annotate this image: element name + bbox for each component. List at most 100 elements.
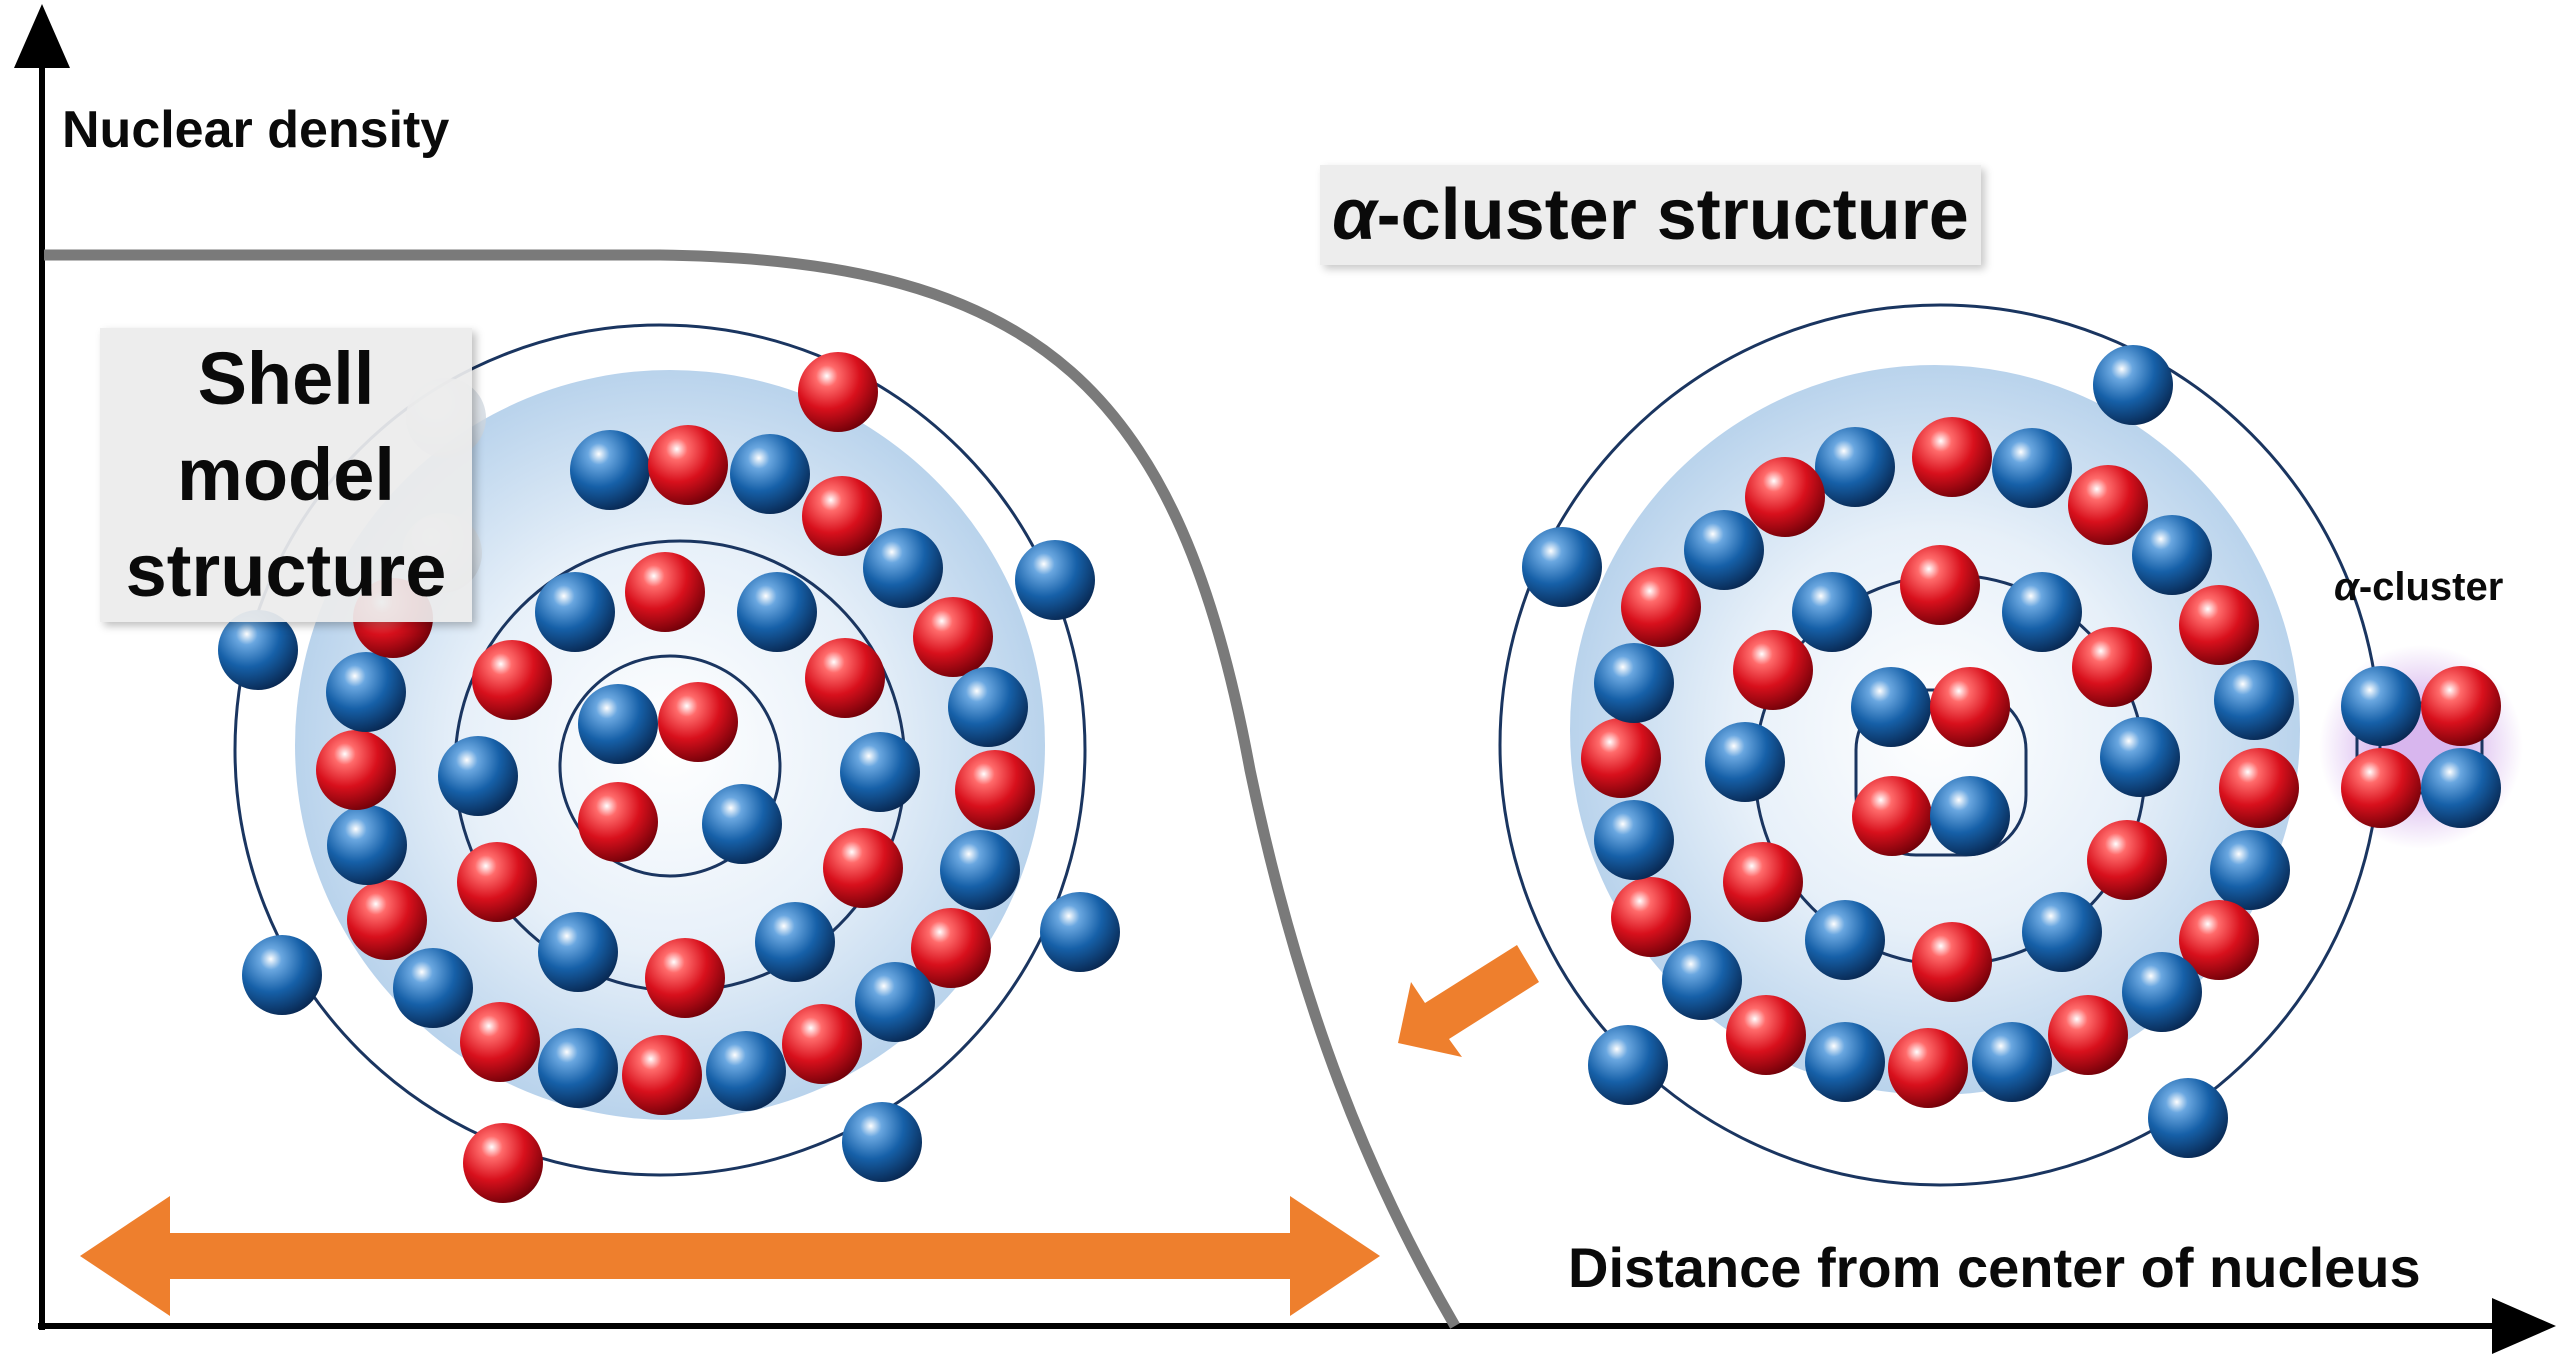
neutron-sphere-icon (1992, 428, 2072, 508)
proton-sphere-icon (622, 1035, 702, 1115)
density-curve (44, 249, 1460, 1329)
proton-sphere-icon (2219, 748, 2299, 828)
alpha-cluster-halo (2319, 645, 2523, 849)
neutron-sphere-icon (737, 572, 817, 652)
neutron-sphere-icon (755, 902, 835, 982)
proton-sphere-icon (1852, 776, 1932, 856)
neutron-sphere-icon (706, 1031, 786, 1111)
neutron-sphere-icon (855, 962, 935, 1042)
neutron-sphere-icon (1684, 510, 1764, 590)
arrow-down-left-icon (1398, 945, 1539, 1057)
neutron-sphere-icon (1805, 1022, 1885, 1102)
shell-model-label-line-2: model (177, 433, 395, 516)
neutron-sphere-icon (218, 610, 298, 690)
neutron-sphere-icon (730, 434, 810, 514)
double-headed-arrow-icon (80, 1196, 1380, 1316)
neutron-sphere-icon (1522, 527, 1602, 607)
neutron-sphere-icon (840, 732, 920, 812)
x-axis-arrowhead (2492, 1298, 2556, 1354)
proton-sphere-icon (347, 880, 427, 960)
proton-sphere-icon (648, 425, 728, 505)
neutron-sphere-icon (538, 1028, 618, 1108)
proton-sphere-icon (1930, 667, 2010, 747)
proton-sphere-icon (1621, 567, 1701, 647)
neutron-sphere-icon (438, 736, 518, 816)
neutron-sphere-icon (842, 1102, 922, 1182)
neutron-sphere-icon (1588, 1025, 1668, 1105)
alpha-cluster-group (2341, 666, 2501, 828)
neutron-sphere-icon (1930, 776, 2010, 856)
alpha-cluster-structure-text: -cluster structure (1376, 175, 1969, 255)
proton-sphere-icon (1912, 922, 1992, 1002)
proton-sphere-icon (2421, 666, 2501, 746)
proton-sphere-icon (1726, 995, 1806, 1075)
shell-model-nucleus (218, 352, 1120, 1203)
proton-sphere-icon (625, 552, 705, 632)
proton-sphere-icon (1745, 457, 1825, 537)
proton-sphere-icon (316, 730, 396, 810)
neutron-sphere-icon (1792, 572, 1872, 652)
neutron-sphere-icon (1662, 940, 1742, 1020)
proton-sphere-icon (913, 597, 993, 677)
proton-sphere-icon (2072, 627, 2152, 707)
proton-sphere-icon (1733, 630, 1813, 710)
x-axis-label: Distance from center of nucleus (1568, 1236, 2421, 1299)
proton-sphere-icon (802, 476, 882, 556)
neutron-sphere-icon (1040, 892, 1120, 972)
neutron-sphere-icon (2093, 345, 2173, 425)
proton-sphere-icon (2341, 748, 2421, 828)
neutron-sphere-icon (2132, 515, 2212, 595)
neutron-sphere-icon (2002, 572, 2082, 652)
alpha-cluster-symbol: α (2334, 565, 2359, 609)
proton-sphere-icon (1723, 842, 1803, 922)
proton-sphere-icon (955, 750, 1035, 830)
alpha-cluster-label: α-cluster (2334, 565, 2503, 610)
proton-sphere-icon (2068, 465, 2148, 545)
proton-sphere-icon (911, 908, 991, 988)
proton-sphere-icon (645, 938, 725, 1018)
neutron-sphere-icon (1815, 427, 1895, 507)
proton-sphere-icon (805, 638, 885, 718)
neutron-sphere-icon (326, 652, 406, 732)
shell-orbit-outer (233, 323, 1087, 1177)
neutron-sphere-icon (2148, 1078, 2228, 1158)
neutron-sphere-icon (948, 667, 1028, 747)
proton-sphere-icon (463, 1123, 543, 1203)
neutron-sphere-icon (2421, 748, 2501, 828)
proton-sphere-icon (1900, 545, 1980, 625)
proton-sphere-icon (823, 828, 903, 908)
proton-sphere-icon (1581, 718, 1661, 798)
neutron-sphere-icon (940, 830, 1020, 910)
neutron-sphere-icon (2341, 666, 2421, 746)
proton-sphere-icon (2048, 995, 2128, 1075)
neutron-sphere-icon (1972, 1022, 2052, 1102)
proton-sphere-icon (2087, 820, 2167, 900)
shell-model-label-line-3: structure (125, 529, 447, 612)
neutron-sphere-icon (2022, 892, 2102, 972)
neutron-sphere-icon (1851, 667, 1931, 747)
proton-sphere-icon (578, 782, 658, 862)
proton-sphere-icon (472, 640, 552, 720)
y-axis-label: Nuclear density (62, 101, 450, 159)
alpha-cluster-text: -cluster (2358, 565, 2504, 609)
neutron-sphere-icon (393, 948, 473, 1028)
shell-model-label-box: Shell model structure (100, 328, 472, 622)
neutron-sphere-icon (2214, 660, 2294, 740)
proton-sphere-icon (658, 682, 738, 762)
alpha-cluster-nucleus (1522, 345, 2299, 1158)
neutron-sphere-icon (2210, 830, 2290, 910)
neutron-sphere-icon (702, 784, 782, 864)
neutron-sphere-icon (863, 528, 943, 608)
neutron-sphere-icon (570, 430, 650, 510)
proton-sphere-icon (1888, 1028, 1968, 1108)
neutron-sphere-icon (1705, 722, 1785, 802)
neutron-sphere-icon (327, 805, 407, 885)
proton-sphere-icon (2179, 585, 2259, 665)
neutron-sphere-icon (2100, 717, 2180, 797)
neutron-sphere-icon (1594, 643, 1674, 723)
neutron-sphere-icon (1805, 900, 1885, 980)
proton-sphere-icon (798, 352, 878, 432)
proton-sphere-icon (1912, 417, 1992, 497)
shell-orbit-inner (558, 654, 782, 878)
